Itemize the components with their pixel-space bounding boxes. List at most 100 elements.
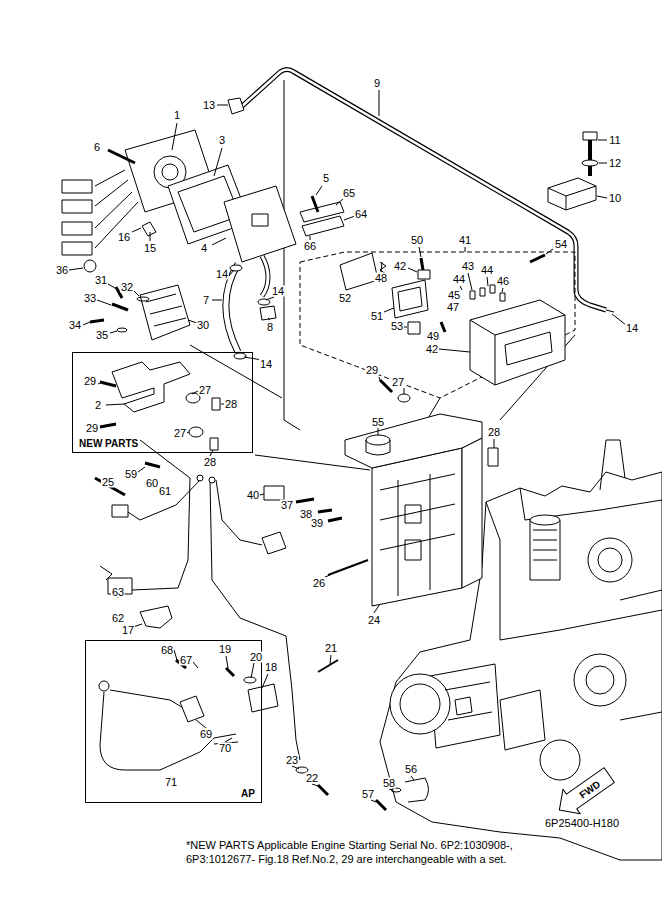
rectifier — [84, 260, 190, 340]
callout-number: 6 — [93, 142, 101, 153]
callout-number: 1 — [173, 110, 181, 121]
callout-number: 61 — [158, 486, 172, 497]
engine-block — [588, 538, 632, 582]
callout-number: 14 — [271, 286, 285, 297]
callout-number: 45 — [447, 290, 461, 301]
pad — [300, 196, 344, 236]
direction-arrow — [551, 763, 618, 823]
callout-number: 20 — [249, 652, 263, 663]
bracket-assembly — [470, 315, 565, 385]
engine-block — [445, 682, 492, 720]
wire-harness — [112, 505, 128, 517]
callout-number: 52 — [338, 293, 352, 304]
hose — [606, 310, 614, 312]
ignition-coil — [162, 164, 178, 180]
ecu — [405, 505, 421, 523]
callout-number: 67 — [179, 655, 193, 666]
callout-number: 48 — [374, 273, 388, 284]
callout-number: 14 — [259, 359, 273, 370]
guide-line — [140, 80, 575, 478]
wire-harness — [264, 486, 284, 500]
engine-block — [530, 515, 560, 525]
callout-number: 11 — [608, 135, 621, 146]
callout-number: 16 — [117, 232, 131, 243]
callout-number: 64 — [354, 209, 368, 220]
callout-number: 22 — [305, 773, 319, 784]
ignition-coil — [108, 150, 135, 163]
wire-harness — [145, 463, 160, 467]
ground-cable — [99, 681, 109, 691]
callout-number: 32 — [120, 282, 134, 293]
bracket-assembly — [421, 258, 423, 270]
hose — [262, 256, 268, 296]
bracket-assembly — [530, 255, 545, 262]
wire-harness — [210, 480, 292, 690]
callout-number: 30 — [196, 320, 210, 331]
ignition-coil — [62, 200, 92, 213]
callout-number: 3 — [218, 135, 226, 146]
group-heading: NEW PARTS — [78, 438, 139, 450]
engine-block — [400, 684, 440, 724]
callout-number: 37 — [280, 500, 294, 511]
mounting-plate — [224, 186, 296, 262]
leader-line — [69, 90, 626, 802]
callout-number: 39 — [310, 518, 324, 529]
wire-harness — [318, 785, 328, 795]
callout-number: 29 — [83, 376, 97, 387]
callout-number: 63 — [111, 587, 125, 598]
callout-number: 34 — [68, 320, 82, 331]
rectifier — [112, 304, 128, 310]
mounting-plate — [252, 214, 268, 226]
ground-cable — [180, 696, 204, 722]
rectifier — [90, 320, 104, 322]
callout-number: 40 — [246, 490, 260, 501]
callout-number: 29 — [85, 423, 99, 434]
callout-number: 27 — [198, 385, 212, 396]
ecu — [398, 394, 410, 402]
hose — [230, 265, 242, 271]
engine-block — [574, 654, 626, 706]
callout-number: 7 — [202, 295, 210, 306]
wire-harness — [100, 566, 112, 580]
callout-number: 24 — [367, 615, 381, 626]
wire-harness — [128, 480, 200, 520]
wire-harness — [209, 477, 215, 483]
engine-block — [600, 440, 625, 490]
wire-harness — [197, 475, 203, 481]
callout-number: 42 — [393, 261, 407, 272]
holder — [548, 132, 598, 210]
ecu — [488, 448, 498, 466]
hose — [226, 256, 276, 359]
callout-number: 6P25400-H180 — [544, 818, 620, 829]
callout-number: 9 — [373, 78, 381, 89]
wire-harness — [318, 660, 338, 672]
rectifier — [146, 294, 186, 326]
callout-number: 4 — [200, 243, 208, 254]
ecu — [366, 435, 390, 445]
callout-number: 53 — [390, 321, 404, 332]
mounting-plate — [142, 186, 296, 262]
bracket-assembly — [480, 288, 485, 296]
bracket-assembly — [490, 285, 495, 293]
callout-number: 50 — [410, 235, 424, 246]
callout-number: 10 — [608, 193, 622, 204]
pad — [312, 196, 318, 212]
mounting-plate — [142, 222, 156, 236]
bracket-assembly — [500, 293, 505, 301]
leader-line — [69, 90, 626, 495]
hose — [240, 70, 606, 311]
wire-harness — [262, 532, 286, 554]
holder — [583, 132, 597, 140]
callout-number: 44 — [452, 274, 466, 285]
ground-cable — [110, 690, 190, 712]
callout-number: 43 — [461, 261, 475, 272]
engine-block — [533, 530, 557, 560]
callout-number: 47 — [446, 302, 460, 313]
callout-number: 31 — [94, 275, 108, 286]
hose — [228, 98, 244, 114]
wire-harness — [95, 463, 368, 795]
ecu — [405, 540, 421, 560]
callout-number: 33 — [83, 293, 97, 304]
callout-number: 14 — [215, 269, 229, 280]
